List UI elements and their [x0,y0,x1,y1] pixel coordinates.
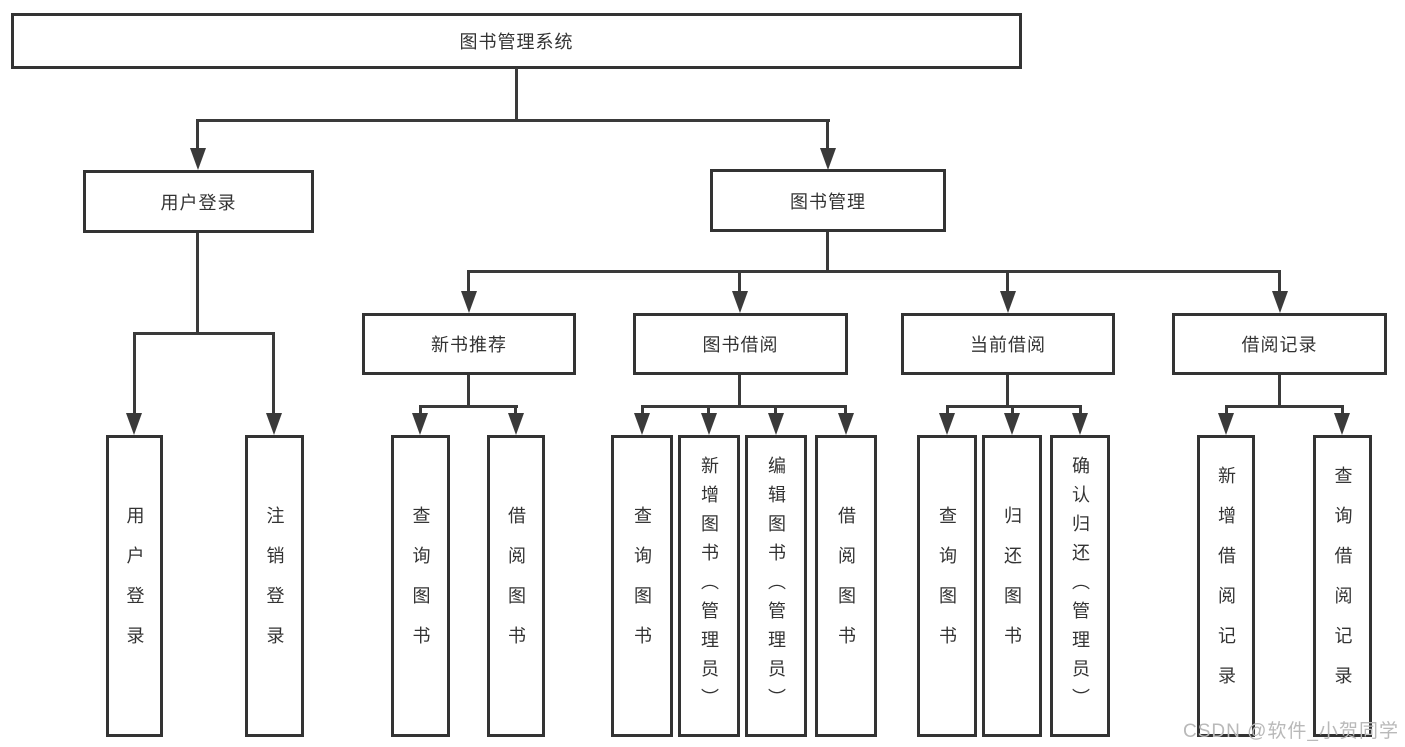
leaf-query-books-borrow-label: 查询图书 [632,506,652,666]
leaf-add-books-admin-label: 新增图书（管理员） [699,455,719,717]
connector-current-borrow-stem [1006,375,1009,405]
arrowhead-leaf-return-books [1004,413,1020,435]
leaf-query-books-borrow: 查询图书 [611,435,673,737]
connector-to-leaf-query-books-borrow [641,405,644,413]
leaf-logout: 注销登录 [245,435,304,737]
leaf-query-borrow-record: 查询借阅记录 [1313,435,1372,737]
connector-user-login-branch [133,332,275,335]
node-library-system: 图书管理系统 [11,13,1022,69]
leaf-add-borrow-record-label: 新增借阅记录 [1216,466,1236,706]
connector-book-management-stem [826,232,829,270]
connector-to-leaf-add-borrow-record [1225,405,1228,413]
arrowhead-leaf-query-books-recommend [412,413,428,435]
csdn-watermark: CSDN @软件_小贺同学 [1183,721,1399,742]
connector-borrow-records-stem [1278,375,1281,405]
connector-root-branch [197,119,830,122]
arrowhead-leaf-borrow-books-recommend [508,413,524,435]
connector-to-user-login [196,119,199,148]
arrowhead-new-book-recommend [461,291,477,313]
node-library-system-label: 图书管理系统 [459,32,574,52]
connector-to-leaf-borrow-books [844,405,847,413]
arrowhead-leaf-query-books-current [939,413,955,435]
arrowhead-book-management [820,148,836,170]
connector-user-login-stem [196,233,199,332]
connector-to-book-management [826,119,829,148]
connector-to-borrow-records [1278,270,1281,291]
node-book-management-label: 图书管理 [790,191,866,212]
node-borrow-records: 借阅记录 [1172,313,1387,375]
arrowhead-leaf-add-borrow-record [1218,413,1234,435]
arrowhead-leaf-query-books-borrow [634,413,650,435]
leaf-query-borrow-record-label: 查询借阅记录 [1332,466,1353,706]
leaf-return-books-label: 归还图书 [1002,506,1022,666]
leaf-user-login-label: 用户登录 [124,506,145,666]
connector-to-leaf-user-login [133,332,136,413]
leaf-edit-books-admin-label: 编辑图书（管理员） [766,455,786,717]
arrowhead-leaf-add-books-admin [701,413,717,435]
connector-to-leaf-add-books-admin [707,405,710,413]
connector-new-book-recommend-branch [419,405,518,408]
connector-root-stem [515,68,518,119]
arrowhead-leaf-edit-books-admin [768,413,784,435]
leaf-add-books-admin: 新增图书（管理员） [678,435,740,737]
leaf-query-books-recommend: 查询图书 [391,435,450,737]
connector-current-borrow-branch [946,405,1082,408]
arrowhead-borrow-records [1272,291,1288,313]
node-book-borrow: 图书借阅 [633,313,848,375]
arrowhead-leaf-confirm-return-admin [1072,413,1088,435]
connector-to-leaf-borrow-books-recommend [514,405,517,413]
node-user-login-label: 用户登录 [160,192,237,213]
leaf-query-books-current: 查询图书 [917,435,977,737]
arrowhead-leaf-user-login [126,413,142,435]
connector-to-leaf-query-books-recommend [419,405,422,413]
node-user-login: 用户登录 [83,170,314,233]
arrowhead-book-borrow [732,291,748,313]
leaf-confirm-return-admin: 确认归还（管理员） [1050,435,1110,737]
connector-to-current-borrow [1006,270,1009,291]
leaf-return-books: 归还图书 [982,435,1042,737]
connector-book-borrow-stem [738,375,741,405]
arrowhead-user-login [190,148,206,170]
connector-to-leaf-logout [272,332,275,413]
connector-to-leaf-query-borrow-record [1341,405,1344,413]
connector-to-leaf-return-books [1011,405,1014,413]
arrowhead-leaf-logout [266,413,282,435]
node-book-management: 图书管理 [710,169,946,232]
connector-book-management-branch [469,270,1281,273]
leaf-logout-label: 注销登录 [264,506,285,666]
leaf-add-borrow-record: 新增借阅记录 [1197,435,1255,737]
node-new-book-recommend-label: 新书推荐 [431,335,507,355]
connector-to-book-borrow [738,270,741,291]
node-current-borrow: 当前借阅 [901,313,1115,375]
connector-to-leaf-edit-books-admin [774,405,777,413]
leaf-query-books-recommend-label: 查询图书 [410,506,431,666]
connector-to-new-book-recommend [467,270,470,291]
leaf-edit-books-admin: 编辑图书（管理员） [745,435,807,737]
connector-new-book-recommend-stem [467,375,470,405]
leaf-query-books-current-label: 查询图书 [937,506,957,666]
leaf-confirm-return-admin-label: 确认归还（管理员） [1070,455,1090,717]
leaf-user-login: 用户登录 [106,435,163,737]
node-borrow-records-label: 借阅记录 [1241,335,1318,355]
connector-borrow-records-branch [1225,405,1343,408]
node-current-borrow-label: 当前借阅 [970,335,1046,355]
node-new-book-recommend: 新书推荐 [362,313,576,375]
node-book-borrow-label: 图书借阅 [702,335,779,355]
leaf-borrow-books-recommend: 借阅图书 [487,435,545,737]
leaf-borrow-books-label: 借阅图书 [836,506,856,666]
connector-book-borrow-branch [641,405,847,408]
connector-to-leaf-query-books-current [946,405,949,413]
arrowhead-leaf-borrow-books [838,413,854,435]
leaf-borrow-books: 借阅图书 [815,435,877,737]
leaf-borrow-books-recommend-label: 借阅图书 [506,506,526,666]
arrowhead-leaf-query-borrow-record [1334,413,1350,435]
arrowhead-current-borrow [1000,291,1016,313]
connector-to-leaf-confirm-return-admin [1079,405,1082,413]
